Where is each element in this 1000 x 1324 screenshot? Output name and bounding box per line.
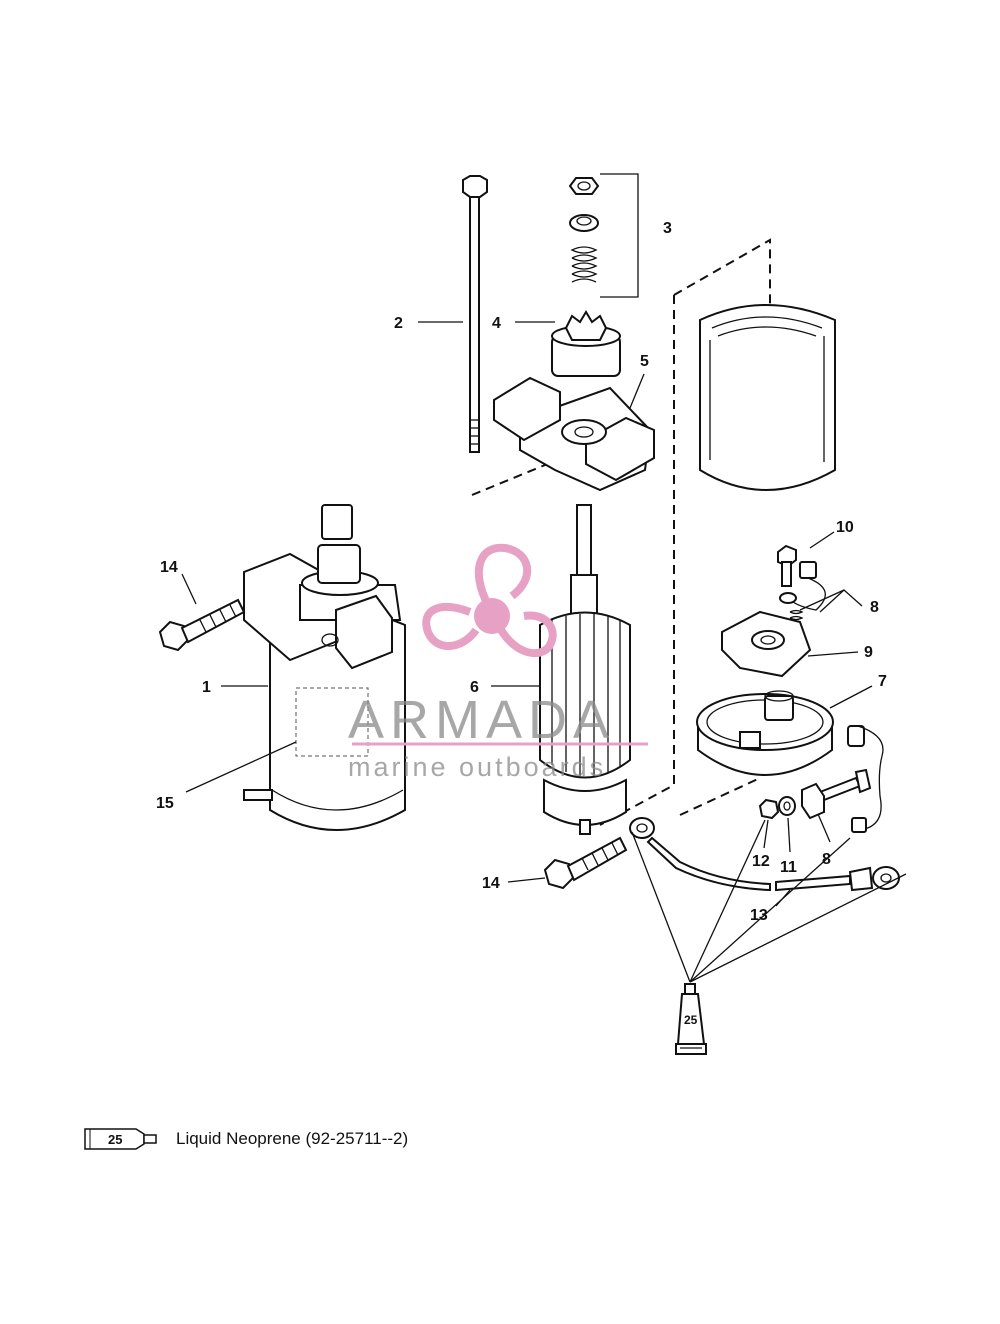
legend-tube-icon: 25 (84, 1128, 157, 1150)
sealant-application-lines (631, 819, 907, 983)
label-area-part (295, 687, 369, 757)
callout-15: 15 (156, 795, 174, 812)
callout-11: 11 (780, 859, 797, 876)
nut-collar-spring-part (568, 173, 639, 298)
watermark-brand: ARMADA (348, 690, 615, 750)
legend-text: Liquid Neoprene (92-25711--2) (176, 1129, 409, 1148)
brush-spring-part-upper (779, 561, 826, 621)
callout-4: 4 (492, 315, 501, 332)
commutator-end-cap-part (696, 690, 834, 776)
armada-watermark: ARMADA marine outboards (348, 543, 648, 782)
callout-13: 13 (750, 907, 768, 924)
callout-6: 6 (470, 679, 479, 696)
callout-5: 5 (640, 353, 649, 370)
callout-7: 7 (878, 673, 887, 690)
pinion-gear-part (551, 310, 621, 377)
through-bolt-part (462, 175, 488, 453)
callout-1: 1 (202, 679, 211, 696)
battery-cable-part (629, 817, 900, 892)
watermark-tagline: marine outboards (348, 752, 606, 782)
lock-washer-part (778, 796, 796, 816)
callout-3: 3 (663, 220, 672, 237)
callout-2: 2 (394, 315, 403, 332)
callout-14-upper: 14 (160, 559, 178, 576)
armature-part (539, 504, 631, 835)
terminal-lead-part (818, 725, 884, 833)
callout-14-lower: 14 (482, 875, 500, 892)
brush-part-lower (801, 782, 825, 820)
brush-plate-part (721, 610, 812, 678)
legend-tube-number: 25 (108, 1132, 122, 1147)
propeller-logo-icon (422, 543, 557, 658)
callout-8-upper: 8 (870, 599, 879, 616)
callout-8-lower: 8 (822, 851, 831, 868)
leader-lines (181, 321, 873, 907)
callout-numbers: 2 4 5 3 10 8 9 7 14 1 15 6 14 12 11 8 13 (156, 220, 887, 924)
callout-9: 9 (864, 644, 873, 661)
callout-12: 12 (752, 853, 770, 870)
field-frame-shell-part (699, 304, 836, 491)
bolt-part-upper (158, 598, 246, 652)
bolt-part-lower (543, 836, 628, 890)
screw-part (777, 544, 797, 587)
hex-nut-part (758, 798, 780, 820)
callout-10: 10 (836, 519, 854, 536)
drive-end-cap-part (493, 376, 655, 492)
sealant-tube-label: 25 (684, 1013, 698, 1027)
sealant-tube-icon: 25 (675, 983, 707, 1055)
sealant-legend: 25 Liquid Neoprene (92-25711--2) (84, 1126, 408, 1152)
starter-assembly-part (243, 504, 406, 831)
